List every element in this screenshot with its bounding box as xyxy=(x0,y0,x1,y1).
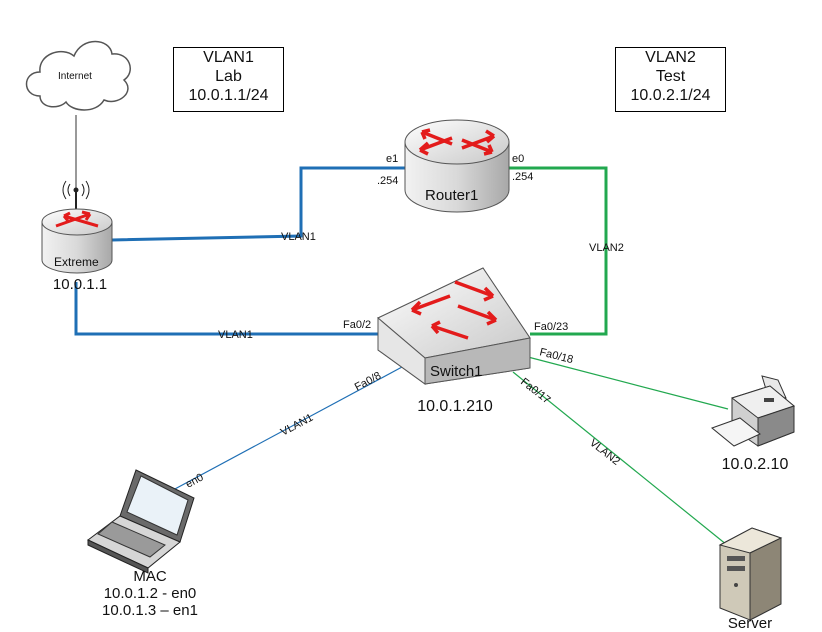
router1-label: Router1 xyxy=(425,187,478,204)
mac-label-block: MAC 10.0.1.2 - en0 10.0.1.3 – en1 xyxy=(80,568,220,619)
internet-label: Internet xyxy=(58,71,92,82)
internet-cloud-icon: Internet xyxy=(25,40,131,111)
link-label-router-switch: VLAN2 xyxy=(589,242,624,254)
extreme-router-icon: Extreme xyxy=(41,180,113,274)
vlan1-subnet: 10.0.1.1/24 xyxy=(188,87,269,104)
mac-label: MAC xyxy=(133,568,167,585)
link-label-extreme-switch: VLAN1 xyxy=(218,329,253,341)
port-fa08: Fa0/8 xyxy=(353,370,383,394)
link-switch-mac xyxy=(159,366,403,498)
link-label-switch-server: VLAN2 xyxy=(587,437,622,468)
port-fa023: Fa0/23 xyxy=(534,321,568,333)
router1-icon: Router1 xyxy=(404,119,510,213)
link-label-router-extreme: VLAN1 xyxy=(281,231,316,243)
link-label-switch-mac: VLAN1 xyxy=(279,412,315,439)
switch-ip: 10.0.1.210 xyxy=(417,398,493,415)
link-extreme-switch xyxy=(74,282,378,336)
link-router-extreme xyxy=(111,166,405,242)
switch1-label: Switch1 xyxy=(430,363,483,380)
vlan1-name: VLAN1 xyxy=(203,49,254,66)
extreme-label: Extreme xyxy=(54,255,99,269)
server-label: Server xyxy=(727,615,773,632)
mac-ip-en0: 10.0.1.2 - en0 xyxy=(103,585,197,602)
extreme-ip: 10.0.1.1 xyxy=(52,276,108,293)
link-router-switch xyxy=(508,166,608,336)
link-switch-server xyxy=(512,371,728,546)
vlan1-info-box: VLAN1 Lab 10.0.1.1/24 xyxy=(173,47,284,112)
mac-ip-en1: 10.0.1.3 – en1 xyxy=(102,602,198,619)
switch1-icon: Switch1 xyxy=(377,267,531,385)
vlan2-subnet: 10.0.2.1/24 xyxy=(630,87,711,104)
router-addr-right: .254 xyxy=(512,171,533,183)
router-addr-left: .254 xyxy=(377,175,398,187)
port-fa017: Fa0/17 xyxy=(518,376,552,407)
printer-icon xyxy=(710,375,796,447)
link-switch-printer xyxy=(527,356,729,410)
port-fa018: Fa0/18 xyxy=(538,346,574,366)
laptop-icon xyxy=(87,469,195,574)
vlan1-desc: Lab xyxy=(215,68,242,85)
router-iface-e0: e0 xyxy=(512,153,524,165)
server-icon xyxy=(718,527,783,621)
printer-ip: 10.0.2.10 xyxy=(721,456,789,473)
port-fa02: Fa0/2 xyxy=(343,319,371,331)
vlan2-desc: Test xyxy=(655,68,686,85)
router-iface-e1: e1 xyxy=(386,153,398,165)
vlan2-name: VLAN2 xyxy=(645,49,696,66)
vlan2-info-box: VLAN2 Test 10.0.2.1/24 xyxy=(615,47,726,112)
